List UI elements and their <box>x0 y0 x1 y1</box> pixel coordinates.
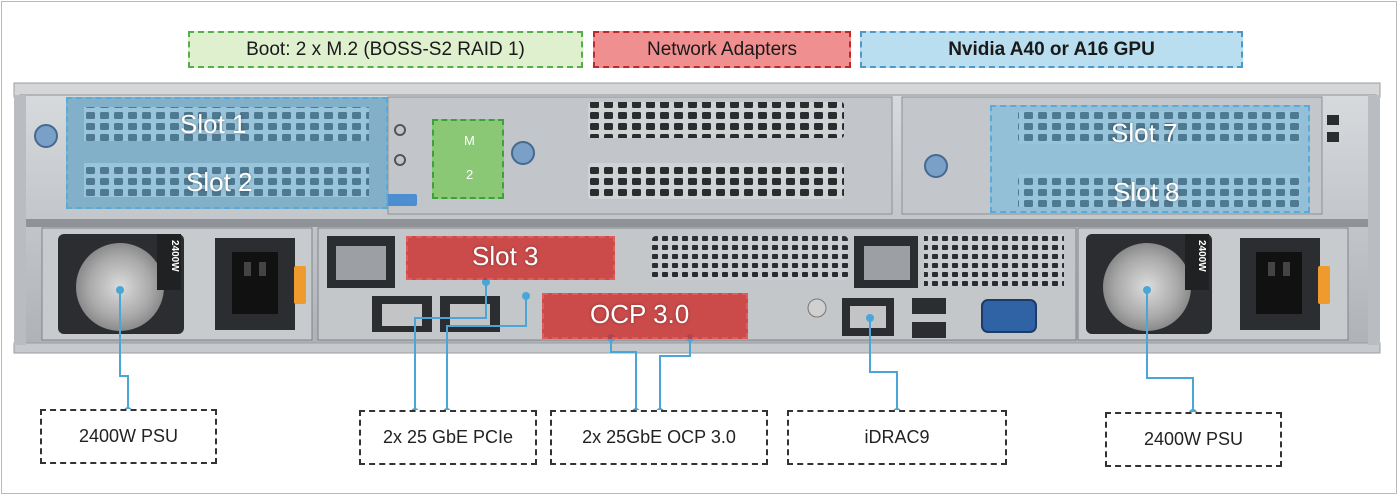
callout-pcie: 2x 25 GbE PCIe <box>359 410 537 465</box>
callout-ocp: 2x 25GbE OCP 3.0 <box>550 410 768 465</box>
leader-idrac <box>869 318 898 412</box>
vga-port <box>981 299 1037 333</box>
legend-boot: Boot: 2 x M.2 (BOSS-S2 RAID 1) <box>188 31 583 68</box>
ocp-highlight <box>542 293 748 339</box>
leader-psu-right <box>1146 290 1194 413</box>
ocp-label: OCP 3.0 <box>590 299 690 329</box>
slot1-2-highlight <box>66 97 388 209</box>
left-ear <box>14 95 26 345</box>
slot8-label: Slot 8 <box>1113 177 1180 207</box>
thumbscrew-right <box>924 154 948 178</box>
leader-ocp-1 <box>610 338 637 412</box>
middle-lower-slot <box>652 236 848 280</box>
leader-pcie-2 <box>446 296 527 412</box>
callout-idrac: iDRAC9 <box>787 410 1007 465</box>
right-ear <box>1368 95 1380 345</box>
slot1-label: Slot 1 <box>180 109 247 139</box>
slot7-label: Slot 7 <box>1111 118 1178 148</box>
m2-boss-highlight <box>432 119 504 199</box>
thumbscrew-middle <box>511 141 535 165</box>
psu-right-rating: 2400W <box>1196 240 1207 272</box>
m2-label-bottom: 2 <box>466 167 474 182</box>
legend-network-adapters: Network Adapters <box>593 31 851 68</box>
chassis-divider <box>20 219 1376 227</box>
legend-gpu: Nvidia A40 or A16 GPU <box>860 31 1243 68</box>
usb-port-1 <box>912 298 946 314</box>
psu-left-rating: 2400W <box>169 240 180 272</box>
thumbscrew-left <box>34 124 58 148</box>
callout-psu-left: 2400W PSU <box>40 409 217 464</box>
leader-ocp-2 <box>659 338 691 412</box>
chassis-bottom-rail <box>13 342 1381 354</box>
callout-psu-right: 2400W PSU <box>1105 412 1282 467</box>
leader-pcie-1 <box>414 282 487 412</box>
slot3-label: Slot 3 <box>472 241 539 271</box>
middle-slot-b <box>588 163 844 199</box>
slot7-8-highlight <box>990 105 1310 213</box>
middle-slot-a <box>588 102 844 138</box>
leader-psu-left <box>119 290 129 411</box>
grille-center-right <box>924 234 1064 286</box>
m2-label-top: M <box>464 133 475 148</box>
slot3-highlight <box>406 236 615 280</box>
slot2-label: Slot 2 <box>186 167 253 197</box>
leader-lines <box>119 282 1194 413</box>
usb-port-2 <box>912 322 946 338</box>
